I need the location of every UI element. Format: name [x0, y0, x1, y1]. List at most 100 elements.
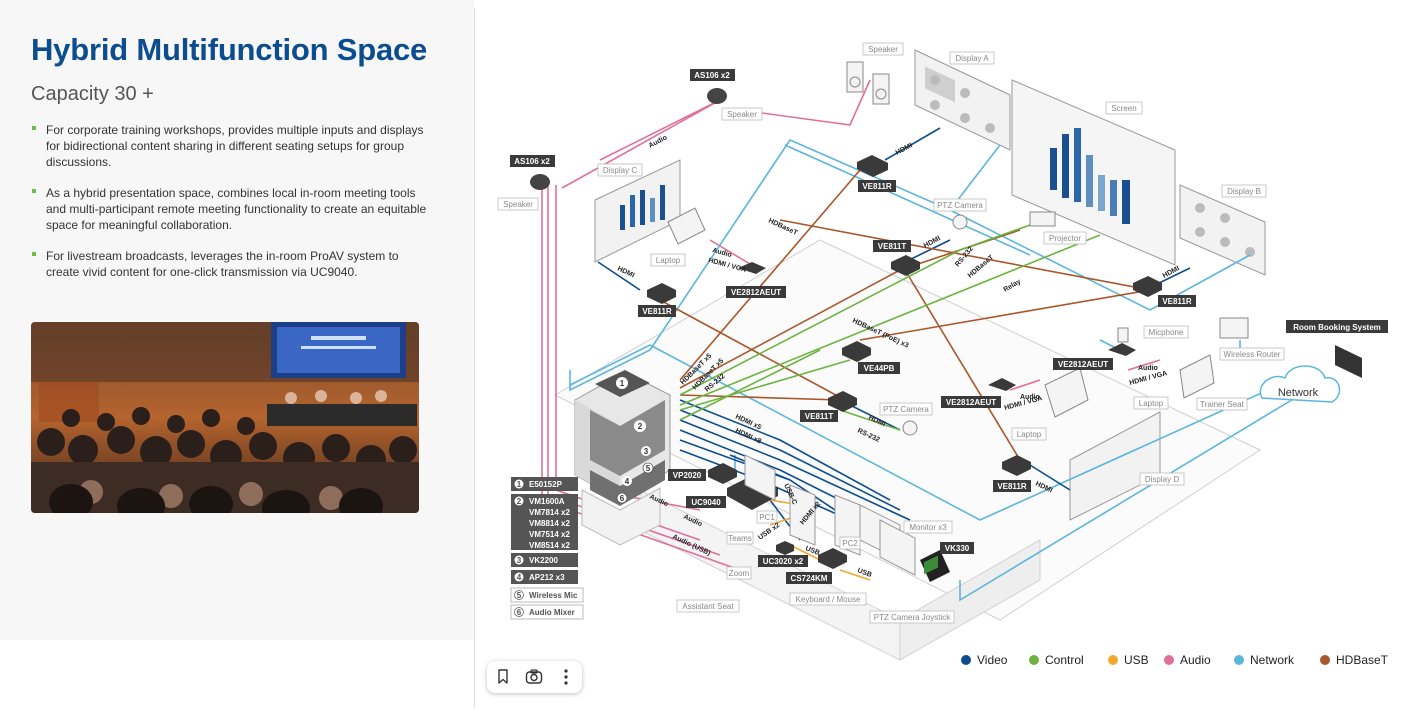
svg-text:VM8514 x2: VM8514 x2: [529, 541, 570, 550]
svg-text:AP212 x3: AP212 x3: [529, 573, 565, 582]
svg-text:VE811R: VE811R: [862, 182, 892, 191]
svg-text:VE811T: VE811T: [878, 242, 907, 251]
legend-item-control: Control: [1029, 653, 1084, 667]
svg-text:Screen: Screen: [1111, 104, 1136, 113]
svg-text:Projector: Projector: [1049, 234, 1081, 243]
bullet-marker: [32, 252, 36, 256]
svg-text:Display D: Display D: [1145, 475, 1179, 484]
svg-text:Audio: Audio: [1138, 365, 1158, 372]
svg-text:USB: USB: [804, 545, 820, 557]
display-b: [1179, 184, 1266, 276]
svg-text:PTZ Camera Joystick: PTZ Camera Joystick: [874, 613, 951, 622]
svg-text:Relay: Relay: [1003, 278, 1023, 293]
svg-text:VK2200: VK2200: [529, 556, 558, 565]
svg-text:CS724KM: CS724KM: [791, 574, 828, 583]
svg-text:5: 5: [517, 591, 522, 600]
svg-text:Audio: Audio: [1180, 653, 1211, 667]
feature-item: For livestream broadcasts, leverages the…: [31, 248, 431, 280]
panel-divider: [474, 8, 475, 708]
svg-text:Wireless Mic: Wireless Mic: [529, 591, 578, 600]
svg-text:Wireless Router: Wireless Router: [1224, 350, 1281, 359]
rack-legend: E50152P 1 2 VM1600A VM7814 x2 VM8814 x2 …: [510, 477, 584, 620]
svg-text:UC9040: UC9040: [691, 498, 721, 507]
svg-text:Monitor x3: Monitor x3: [909, 523, 947, 532]
equipment-rack: 1 2 3 4 5 6: [574, 370, 671, 546]
svg-text:HDMI / VGA: HDMI / VGA: [707, 257, 746, 274]
svg-text:VE44PB: VE44PB: [864, 364, 895, 373]
legend-item-video: Video: [961, 653, 1008, 667]
svg-text:3: 3: [517, 556, 522, 565]
svg-text:VM7514 x2: VM7514 x2: [529, 530, 570, 539]
av-system-diagram: 1 2 3 4 5 6 E50152P 1 2 VM1600A VM7814 x…: [497, 42, 1389, 667]
legend-item-hdbaset: HDBaseT: [1320, 653, 1389, 667]
svg-text:3: 3: [644, 447, 649, 456]
svg-text:Speaker: Speaker: [503, 200, 533, 209]
svg-text:4: 4: [517, 573, 522, 582]
svg-text:Laptop: Laptop: [1017, 430, 1042, 439]
svg-text:Room Booking System: Room Booking System: [1293, 323, 1381, 332]
svg-text:Speaker: Speaker: [868, 45, 898, 54]
svg-text:UC3020 x2: UC3020 x2: [763, 557, 804, 566]
svg-text:VE811R: VE811R: [642, 307, 672, 316]
svg-text:6: 6: [620, 494, 625, 503]
svg-text:VM1600A: VM1600A: [529, 497, 565, 506]
visual-search-button[interactable]: [522, 665, 546, 689]
svg-text:VK330: VK330: [945, 544, 970, 553]
svg-text:VM8814 x2: VM8814 x2: [529, 519, 570, 528]
svg-text:PC2: PC2: [842, 539, 858, 548]
svg-text:VP2020: VP2020: [673, 471, 702, 480]
svg-text:PTZ Camera: PTZ Camera: [883, 405, 929, 414]
svg-text:USB: USB: [856, 567, 872, 579]
more-options-button[interactable]: [554, 665, 578, 689]
svg-text:Laptop: Laptop: [656, 256, 681, 265]
svg-text:E50152P: E50152P: [529, 480, 563, 489]
camera-search-icon: [526, 669, 543, 684]
legend-control-swatch: [1029, 655, 1039, 665]
svg-text:Display A: Display A: [955, 54, 989, 63]
svg-text:VM7814 x2: VM7814 x2: [529, 508, 570, 517]
legend-hdbaset-swatch: [1320, 655, 1330, 665]
svg-text:Video: Video: [977, 653, 1008, 667]
svg-text:PTZ Camera: PTZ Camera: [937, 201, 983, 210]
svg-text:Trainer Seat: Trainer Seat: [1200, 400, 1245, 409]
svg-text:HDMI: HDMI: [895, 142, 914, 157]
svg-text:Teams: Teams: [728, 534, 752, 543]
bookmark-button[interactable]: [491, 665, 515, 689]
speaker-icons: [530, 61, 890, 190]
projection-screen: [1011, 79, 1176, 266]
svg-text:Network: Network: [1250, 653, 1295, 667]
svg-text:Audio Mixer: Audio Mixer: [529, 608, 575, 617]
svg-text:1: 1: [620, 379, 625, 388]
svg-text:6: 6: [517, 608, 522, 617]
svg-text:VE2812AEUT: VE2812AEUT: [731, 288, 781, 297]
svg-text:Audio: Audio: [648, 134, 669, 149]
page-title: Hybrid Multifunction Space: [31, 32, 428, 67]
conference-photo: [31, 322, 419, 513]
vk330-device: [920, 550, 950, 582]
svg-text:Display C: Display C: [603, 166, 637, 175]
svg-text:Laptop: Laptop: [1139, 399, 1164, 408]
svg-text:Audio: Audio: [1020, 394, 1040, 401]
svg-text:USB x2: USB x2: [757, 522, 781, 542]
svg-text:VE2812AEUT: VE2812AEUT: [946, 398, 996, 407]
svg-text:AS106 x2: AS106 x2: [514, 157, 550, 166]
svg-text:Network: Network: [1278, 387, 1319, 399]
svg-text:HDMI / VGA: HDMI / VGA: [1129, 370, 1168, 387]
svg-text:Keyboard / Mouse: Keyboard / Mouse: [796, 595, 861, 604]
info-panel: Hybrid Multifunction Space Capacity 30 +…: [0, 0, 474, 640]
legend-item-usb: USB: [1108, 653, 1149, 667]
svg-text:2: 2: [638, 422, 643, 431]
svg-text:Control: Control: [1045, 653, 1084, 667]
bullet-marker: [32, 189, 36, 193]
svg-text:5: 5: [646, 464, 651, 473]
bullet-marker: [32, 126, 36, 130]
svg-text:2: 2: [517, 497, 522, 506]
more-icon: [564, 669, 568, 685]
svg-text:Assistant Seat: Assistant Seat: [682, 602, 734, 611]
svg-text:Micphone: Micphone: [1149, 328, 1184, 337]
svg-text:PC1: PC1: [759, 513, 775, 522]
svg-text:VE811T: VE811T: [805, 412, 834, 421]
network-cloud: [1259, 365, 1341, 403]
cable-color-legend: Video Control USB Audio Network HDBaseT: [961, 653, 1389, 667]
svg-text:VE811R: VE811R: [1162, 297, 1192, 306]
